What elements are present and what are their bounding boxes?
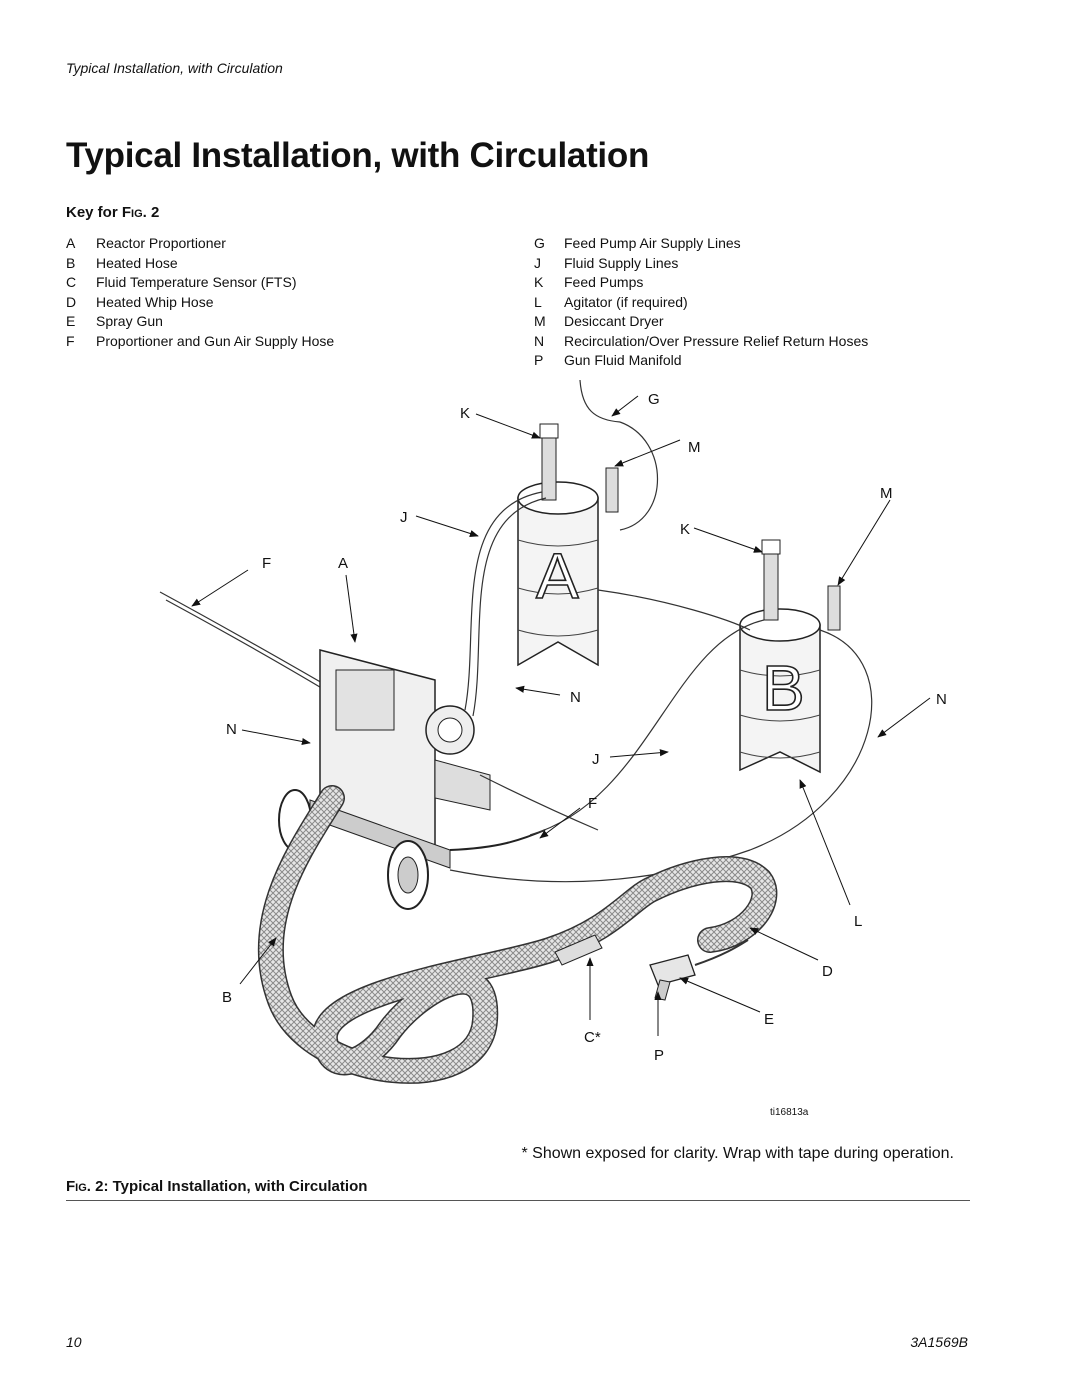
key-letter: G [534,235,545,251]
key-item: M Desiccant Dryer [534,312,868,332]
fluid-temperature-sensor [554,934,603,966]
callout-d: D [822,963,833,980]
key-letter: N [534,332,545,349]
key-letter: B [66,254,76,271]
reactor-proportioner [278,649,546,910]
callout-n: N [936,691,947,708]
callout-arrows [191,395,931,1036]
key-letter: D [66,293,77,310]
key-heading-prefix: Key for F [66,204,132,221]
key-text: Desiccant Dryer [564,313,664,329]
callout-m: M [688,439,701,456]
callout-n: N [570,689,581,706]
key-letter: J [534,254,541,271]
key-text: Feed Pump Air Supply Lines [564,235,741,251]
running-head: Typical Installation, with Circulation [66,60,283,76]
return-hose [597,589,751,631]
key-letter: L [534,293,542,310]
callout-m: M [880,485,893,502]
key-heading: Key for FIG. 2 [66,204,159,221]
key-text: Heated Hose [96,254,178,271]
callout-b: B [222,989,232,1006]
callout-f: F [262,555,271,572]
callout-c: C* [584,1029,601,1046]
callout-j: J [592,751,600,768]
key-text: Spray Gun [96,313,163,329]
key-text: Fluid Temperature Sensor (FTS) [96,274,297,290]
return-hose [479,774,599,831]
key-item: B Heated Hose [66,254,334,274]
caption-rule [66,1200,970,1201]
return-hose [449,629,873,883]
key-item: A Reactor Proportioner [66,234,334,254]
callout-l: L [854,913,862,930]
key-heading-smallcaps: IG [131,208,143,220]
document-number: 3A1569B [910,1334,968,1350]
callout-k: K [460,405,470,422]
air-line [579,380,621,423]
key-item: D Heated Whip Hose [66,293,334,313]
fluid-supply-line [529,619,765,836]
key-text: Proportioner and Gun Air Supply Hose [96,332,335,349]
caption-smallcaps: IG [75,1182,87,1194]
key-text: Reactor Proportioner [96,235,226,251]
air-line [619,421,659,531]
key-item: L Agitator (if required) [534,293,868,313]
key-item: C Fluid Temperature Sensor (FTS) [66,273,334,293]
key-letter: F [66,332,75,349]
key-text: Feed Pumps [564,274,644,290]
key-text: Fluid Supply Lines [564,254,679,271]
figure-caption: FIG. 2: Typical Installation, with Circu… [66,1178,367,1195]
key-text: Agitator (if required) [564,293,688,310]
key-text: Gun Fluid Manifold [564,352,682,368]
installation-diagram: A B [159,380,947,1118]
callout-a: A [338,555,348,572]
page-title: Typical Installation, with Circulation [66,136,650,175]
key-text: Heated Whip Hose [96,293,214,310]
installation-figure: A B [150,380,970,1140]
callout-p: P [654,1047,664,1064]
page-number: 10 [66,1334,82,1350]
key-list-right: G Feed Pump Air Supply Lines J Fluid Suppl… [534,234,868,371]
spray-gun [649,939,749,1001]
drum-b-label: B [762,652,805,724]
key-letter: A [66,235,76,251]
callout-k: K [680,521,690,538]
key-letter: M [534,313,546,329]
key-item: N Recirculation/Over Pressure Relief Retu… [534,332,868,352]
key-heading-suffix: . 2 [142,204,160,221]
callout-n: N [226,721,237,738]
key-item: K Feed Pumps [534,273,868,293]
key-item: F Proportioner and Gun Air Supply Hose [66,332,334,352]
key-letter: K [534,274,544,290]
key-letter: E [66,313,76,329]
image-reference: ti16813a [770,1107,809,1118]
fluid-supply-line [472,497,547,717]
key-item: P Gun Fluid Manifold [534,351,868,371]
caption-prefix: F [66,1178,76,1195]
callout-e: E [764,1011,774,1028]
fluid-supply-line [464,491,543,711]
key-letter: C [66,274,77,290]
heated-hose-braid [259,786,776,1083]
callout-j: J [400,509,408,526]
key-item: G Feed Pump Air Supply Lines [534,234,868,254]
drum-a: A [517,423,619,667]
key-item: E Spray Gun [66,312,334,332]
callout-f: F [588,795,597,812]
drum-b: B [739,539,841,774]
key-item: J Fluid Supply Lines [534,254,868,274]
key-list-left: A Reactor Proportioner B Heated Hose C Flui… [66,234,334,351]
key-letter: P [534,352,544,368]
caption-suffix: . 2: Typical Installation, with Circulat… [86,1178,368,1195]
callout-g: G [648,391,660,408]
figure-note: * Shown exposed for clarity. Wrap with t… [521,1145,954,1162]
key-text: Recirculation/Over Pressure Relief Retur… [564,332,869,349]
drum-a-label: A [536,540,579,612]
